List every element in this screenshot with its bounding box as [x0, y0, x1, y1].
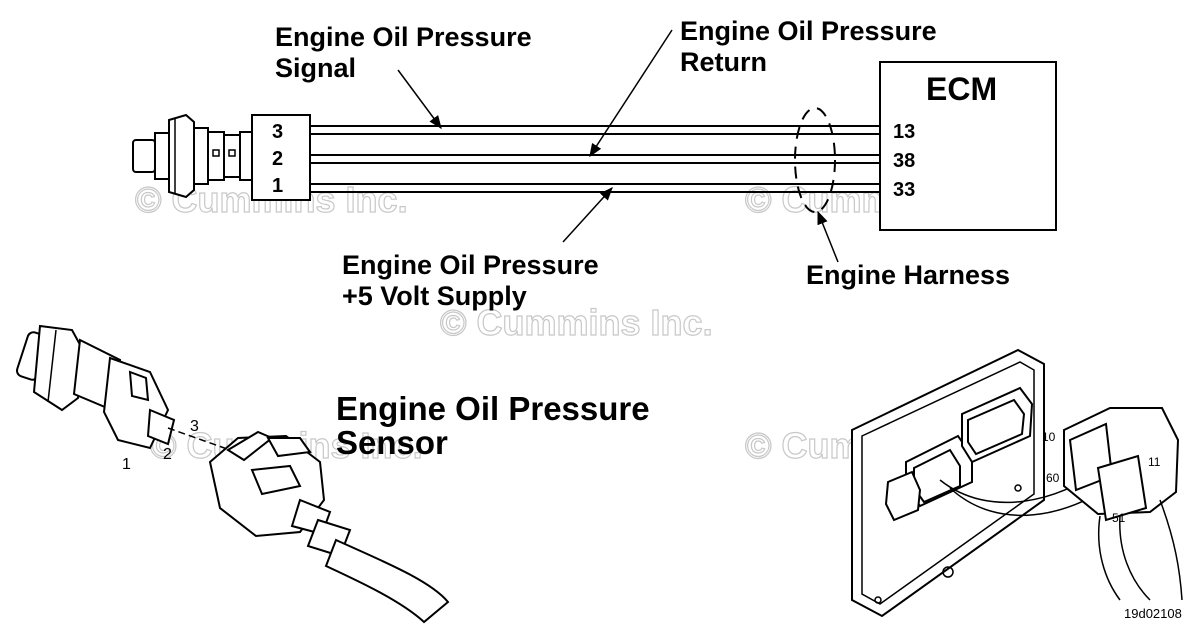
sensor-illustration: [15, 324, 176, 450]
sensor-connector-box: [251, 114, 311, 201]
connector-pin-2: 2: [163, 446, 172, 463]
ecm-pin-13: 13: [893, 121, 915, 143]
ecm-connector-illustration: [1063, 407, 1183, 601]
supply-label-line1: Engine Oil Pressure: [342, 250, 599, 280]
return-label-line1: Engine Oil Pressure: [680, 16, 937, 46]
sensor-pin-3: 3: [272, 121, 283, 143]
ecm-box: [879, 61, 1057, 231]
signal-label-line2: Signal: [275, 53, 356, 83]
sensor-side-view: [132, 113, 253, 199]
ecm-connector-pin-51: 51: [1112, 511, 1126, 525]
signal-label-line1: Engine Oil Pressure: [275, 22, 532, 52]
sensor-pin-1: 1: [272, 175, 283, 197]
watermark-3: © Cummins Inc.: [440, 302, 713, 343]
ecm-label: ECM: [926, 71, 997, 107]
ecm-pin-38: 38: [893, 150, 915, 172]
sensor-title-line2: Sensor: [336, 424, 448, 461]
return-label-line2: Return: [680, 47, 767, 77]
harness-label: Engine Harness: [806, 260, 1010, 290]
ecm-connector-pin-10: 10: [1042, 430, 1056, 444]
harness-ellipse: [794, 107, 836, 213]
connector-pin-3: 3: [190, 418, 199, 435]
sensor-title-line1: Engine Oil Pressure: [336, 390, 650, 427]
ecm-connector-pin-11: 11: [1148, 455, 1161, 469]
sensor-pin-2: 2: [272, 148, 283, 170]
ecm-pin-33: 33: [893, 179, 915, 201]
leader-arrows: [397, 29, 839, 263]
harness-connector-illustration: [208, 430, 450, 624]
ecm-connector-pin-60: 60: [1046, 471, 1060, 485]
ecm-module-illustration: [851, 348, 1111, 618]
supply-label-line2: +5 Volt Supply: [342, 281, 527, 311]
connector-pin-1: 1: [122, 456, 131, 473]
figure-id: 19d02108: [1124, 606, 1182, 621]
